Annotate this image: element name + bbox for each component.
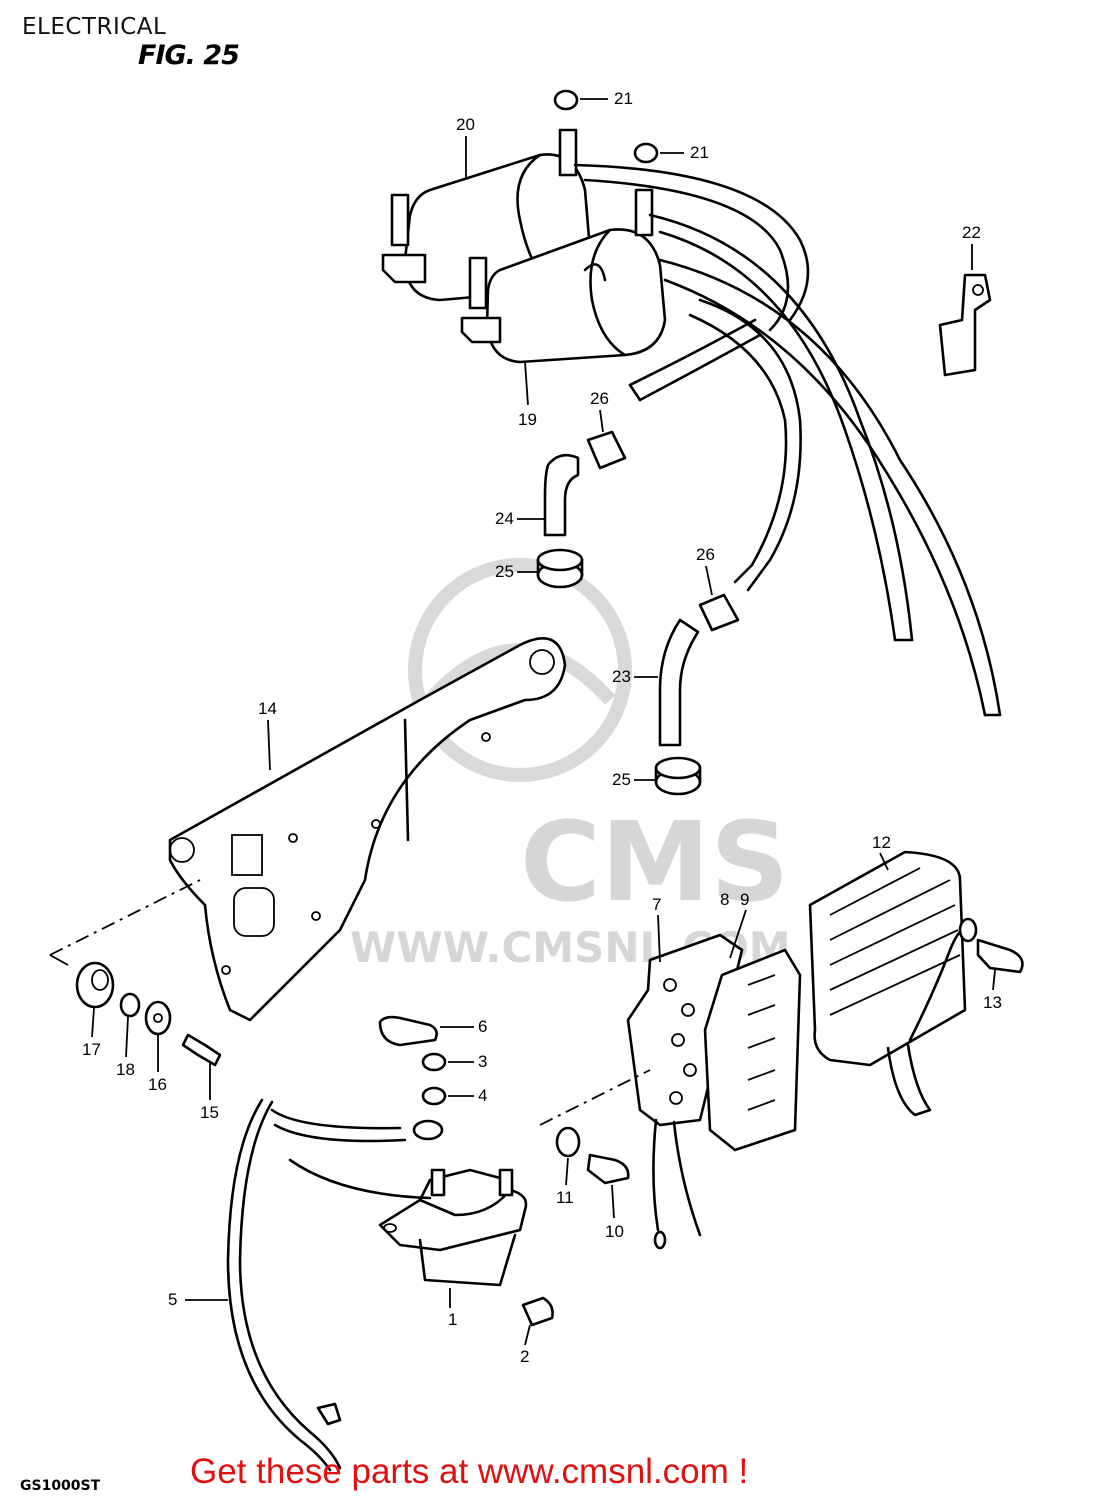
- callout-2: 2: [520, 1347, 529, 1366]
- washer-11: [555, 1126, 581, 1158]
- regulator-rectifier-12: [808, 850, 978, 1117]
- callout-24: 24: [495, 509, 514, 528]
- spark-plug-cap-24: [543, 453, 580, 537]
- ignition-coil-19: [460, 188, 667, 364]
- screw-10: [586, 1153, 630, 1185]
- callout-9: 9: [740, 890, 749, 909]
- callout-11: 11: [556, 1188, 574, 1207]
- callout-12: 12: [872, 833, 891, 852]
- figure-label: FIG. 25: [138, 40, 240, 71]
- callout-6: 6: [478, 1017, 487, 1036]
- callout-25-upper: 25: [495, 562, 514, 581]
- callout-20: 20: [456, 115, 475, 134]
- leader-14-tick: [49, 954, 69, 966]
- callout-10: 10: [605, 1222, 624, 1241]
- callout-21-upper: 21: [614, 89, 633, 108]
- watermark-mascot: [408, 558, 632, 782]
- callout-16: 16: [148, 1075, 167, 1094]
- screw-2: [521, 1296, 554, 1327]
- fuse-cover-8-9: [703, 948, 802, 1152]
- callout-1: 1: [448, 1310, 457, 1329]
- clamp-22: [938, 273, 992, 377]
- spark-plug-cap-23: [658, 618, 700, 747]
- callout-22: 22: [962, 223, 981, 242]
- spark-plug-leads: [573, 163, 1002, 717]
- watermark-brand: CMS: [520, 798, 789, 926]
- cap-26-lower: [698, 593, 740, 632]
- callout-21-lower: 21: [690, 143, 709, 162]
- nut-4: [421, 1086, 447, 1106]
- callout-5: 5: [168, 1290, 177, 1309]
- callout-17: 17: [82, 1040, 101, 1059]
- callout-23: 23: [612, 667, 631, 686]
- callout-18: 18: [116, 1060, 135, 1079]
- bracket-14: [168, 637, 567, 1022]
- nut-3: [421, 1052, 447, 1072]
- leader-14: [49, 879, 201, 956]
- callout-25-lower: 25: [612, 770, 631, 789]
- callout-19: 19: [518, 410, 537, 429]
- callout-15: 15: [200, 1103, 219, 1122]
- cushion-17: [75, 961, 115, 1009]
- callout-8: 8: [720, 890, 729, 909]
- seal-25-lower: [654, 756, 702, 796]
- page-title: ELECTRICAL: [22, 14, 167, 40]
- starter-relay-body: [418, 1233, 517, 1287]
- callout-26-lower: 26: [696, 545, 715, 564]
- callout-14: 14: [258, 699, 277, 718]
- bolt-15: [181, 1033, 222, 1067]
- callout-26-upper: 26: [590, 389, 609, 408]
- leader-7: [539, 1069, 651, 1126]
- callouts: 1 2 3 4 5 6 7 8 9 10 11 12 13 14 15 16 1…: [82, 89, 1002, 1366]
- callout-13: 13: [983, 993, 1002, 1012]
- collar-18: [119, 992, 141, 1018]
- cap-6: [378, 1015, 438, 1047]
- callout-4: 4: [478, 1086, 487, 1105]
- callout-3: 3: [478, 1052, 487, 1071]
- model-code: GS1000ST: [20, 1478, 101, 1494]
- seal-25-upper: [536, 548, 584, 589]
- lead-wire-5: [226, 1098, 444, 1472]
- bolt-13: [976, 938, 1024, 974]
- fuse-box-7: [626, 933, 744, 1250]
- washer-16: [144, 1000, 172, 1036]
- starter-relay-1: [378, 1168, 528, 1252]
- callout-7: 7: [652, 895, 661, 914]
- cap-26-upper: [586, 430, 627, 470]
- cta-link[interactable]: Get these parts at www.cmsnl.com !: [190, 1452, 749, 1491]
